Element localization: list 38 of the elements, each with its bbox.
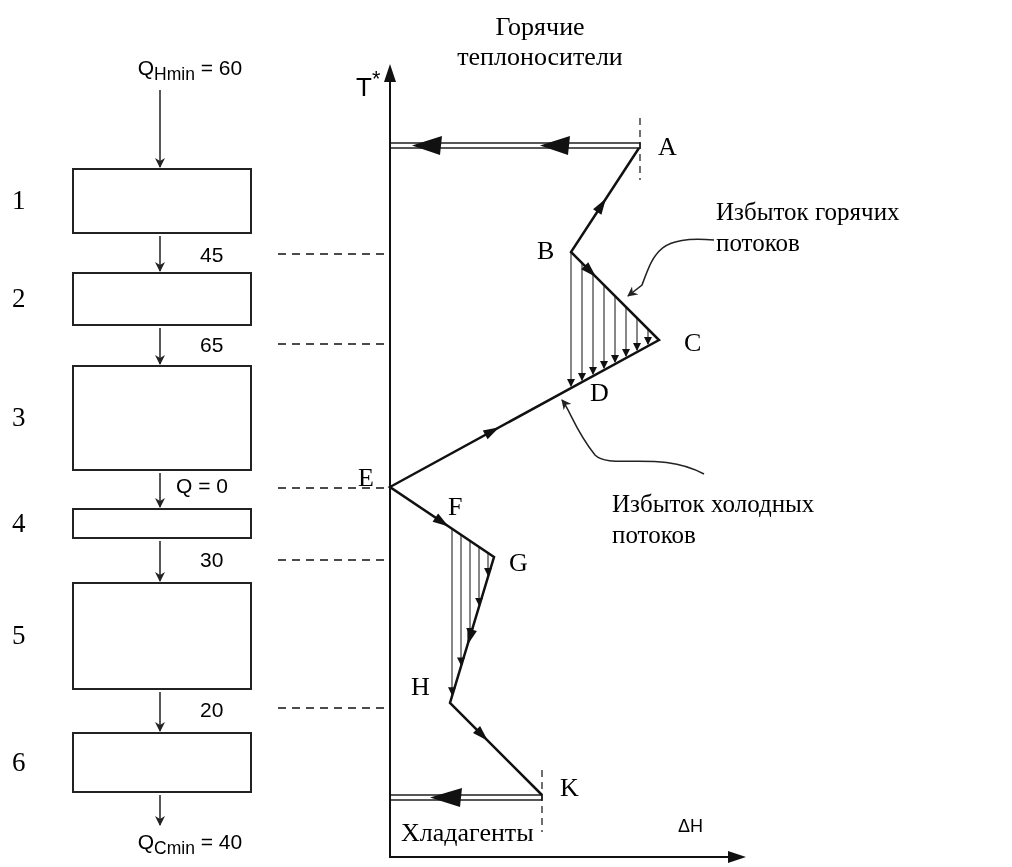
point-label: B <box>537 236 556 266</box>
annotation-text: Избыток холодных потоков <box>612 488 892 550</box>
arrow <box>155 327 165 365</box>
point-label: G <box>509 548 529 578</box>
interval-number: 5 <box>12 620 26 651</box>
axis-label: T$^{*}$ <box>356 66 382 103</box>
arrow <box>155 794 165 826</box>
leader-line <box>561 399 705 475</box>
arrow <box>155 691 165 732</box>
interval-box <box>72 582 252 690</box>
point-label: H <box>411 672 431 702</box>
interval-number: 2 <box>12 283 26 314</box>
interval-box <box>72 732 252 793</box>
interval-number: 3 <box>12 402 26 433</box>
stream-group-label: Хладагенты <box>401 818 535 848</box>
arrow <box>155 89 165 168</box>
interval-number: 4 <box>12 507 26 539</box>
annotation-text: Избыток горячих потоков <box>716 196 976 258</box>
arrow <box>155 540 165 582</box>
interval-box <box>72 168 252 234</box>
heat-load-label: Q$_{Cmin}$ = 40 <box>110 826 270 862</box>
interval-box <box>72 508 252 539</box>
point-label: K <box>560 773 580 803</box>
stream-group-label: Горячие теплоносители <box>456 12 624 72</box>
arrow <box>155 472 165 508</box>
axis-label: ΔH <box>678 816 705 837</box>
point-label: C <box>684 328 703 358</box>
interval-number: 1 <box>12 185 26 216</box>
point-label: D <box>590 378 610 408</box>
point-label: F <box>448 492 464 522</box>
point-label: E <box>358 463 375 493</box>
heat-load-label: Q$_{Hmin}$ = 60 <box>110 52 270 88</box>
leader-line <box>627 238 715 297</box>
interval-number: 6 <box>12 746 26 778</box>
point-label: A <box>658 132 678 162</box>
interval-box <box>72 272 252 326</box>
arrow <box>155 235 165 272</box>
interval-box <box>72 365 252 471</box>
